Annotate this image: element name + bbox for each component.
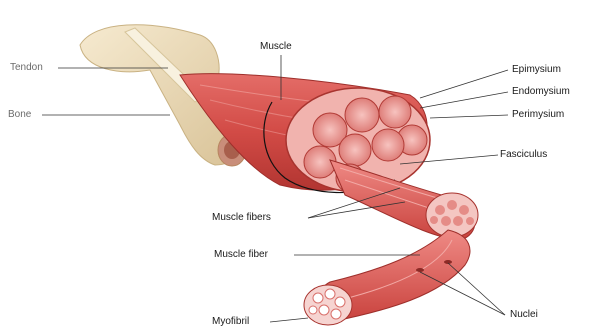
leader-endomysium — [420, 92, 508, 108]
label-muscle: Muscle — [260, 41, 292, 53]
label-perimysium: Perimysium — [512, 109, 564, 121]
label-endomysium: Endomysium — [512, 86, 570, 98]
leader-myofibril — [270, 318, 308, 322]
leader-nuclei-a — [420, 272, 505, 315]
label-tendon: Tendon — [10, 62, 43, 74]
leader-perimysium — [430, 115, 508, 118]
label-bone: Bone — [8, 109, 31, 121]
label-muscle-fibers: Muscle fibers — [212, 212, 271, 224]
label-epimysium: Epimysium — [512, 64, 561, 76]
single-muscle-fiber — [304, 230, 470, 325]
label-myofibril: Myofibril — [212, 316, 249, 328]
leader-epimysium — [420, 70, 508, 98]
label-nuclei: Nuclei — [510, 309, 538, 321]
label-fasciculus: Fasciculus — [500, 149, 547, 161]
leader-nuclei-b — [448, 263, 505, 315]
label-muscle-fiber: Muscle fiber — [214, 249, 268, 261]
